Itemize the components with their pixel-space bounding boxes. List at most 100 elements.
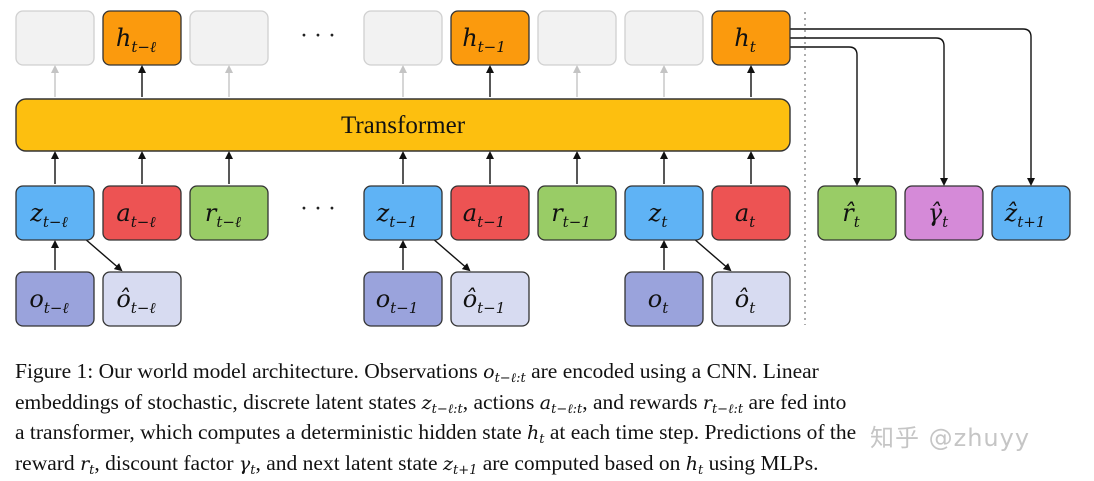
hidden-state-h-4-symbol: ht−1 [462, 24, 506, 56]
caption-text: are encoded using a CNN. Linear [525, 359, 819, 383]
reconstruction-1-box [102, 271, 182, 327]
arrow-decode-2 [692, 237, 732, 272]
input-reward-2-symbol: rt−ℓ [205, 199, 241, 231]
reconstruction-5-box [711, 271, 791, 327]
reconstruction-5-symbol: ôt [735, 285, 756, 317]
hidden-state-h-1: ht−ℓ [102, 10, 182, 66]
hidden-blank-0-box [15, 10, 95, 66]
input-latent-0: zt−ℓ [15, 185, 95, 241]
input-latent-6: zt [624, 185, 704, 241]
math-symbol: ht [685, 452, 704, 478]
transformer-label: Transformer [341, 112, 466, 139]
prediction-discount-1: γ̂t [904, 185, 984, 241]
caption-text: using MLPs. [703, 450, 819, 475]
input-latent-3: zt−1 [363, 185, 443, 241]
math-symbol: γt [238, 452, 256, 478]
input-reward-5: rt−1 [537, 185, 617, 241]
input-action-4-symbol: at−1 [463, 199, 505, 231]
input-action-1-symbol: at−ℓ [116, 199, 155, 231]
input-reward-5-box [537, 185, 617, 241]
input-latent-3-box [363, 185, 443, 241]
caption-text: embeddings of stochastic, discrete laten… [15, 389, 422, 414]
reconstruction-3-symbol: ôt−1 [463, 285, 506, 317]
ellipsis-1: · · · [301, 197, 336, 222]
input-action-1: at−ℓ [102, 185, 182, 241]
caption-text: , actions [462, 389, 540, 414]
prediction-reward-0-box [817, 185, 897, 241]
arrow-decode-0 [83, 237, 123, 272]
prediction-latent-2: ẑt+1 [991, 185, 1071, 241]
hidden-blank-3-box [363, 10, 443, 66]
observation-2-box [363, 271, 443, 327]
caption-text: reward [15, 450, 81, 475]
caption-text: , discount factor [94, 450, 239, 475]
math-symbol: rt [80, 452, 95, 478]
hidden-blank-0 [15, 10, 95, 66]
hidden-blank-5-box [537, 10, 617, 66]
hidden-blank-2-box [189, 10, 269, 66]
hidden-state-h-1-symbol: ht−ℓ [116, 24, 156, 56]
caption-line-1: Figure 1: Our world model architecture. … [15, 357, 1075, 388]
math-symbol: rt−ℓ:t [702, 391, 744, 417]
prediction-reward-0-symbol: r̂t [842, 199, 860, 231]
transformer-block: Transformer [15, 98, 791, 152]
reconstruction-3: ôt−1 [450, 271, 530, 327]
input-latent-3-symbol: zt−1 [376, 199, 418, 231]
observation-4: ot [624, 271, 704, 327]
prediction-latent-2-symbol: ẑt+1 [1004, 199, 1046, 231]
hidden-state-h-7-symbol: ht [734, 24, 756, 56]
caption-text: are computed based on [477, 450, 686, 475]
math-symbol: zt+1 [442, 452, 478, 478]
observation-0-box [15, 271, 95, 327]
caption-text: Figure 1: Our world model architecture. … [15, 359, 484, 383]
prediction-latent-2-box [991, 185, 1071, 241]
observation-2: ot−1 [363, 271, 443, 327]
transformer-box [15, 98, 791, 152]
hidden-blank-5 [537, 10, 617, 66]
reconstruction-5: ôt [711, 271, 791, 327]
input-latent-0-symbol: zt−ℓ [29, 199, 68, 231]
input-action-4-box [450, 185, 530, 241]
prediction-discount-1-symbol: γ̂t [928, 199, 949, 231]
caption-text: , and next latent state [255, 450, 443, 475]
hidden-state-h-7: ht [711, 10, 791, 66]
caption-text: are fed into [743, 389, 847, 414]
reconstruction-1: ôt−ℓ [102, 271, 182, 327]
input-action-7-box [711, 185, 791, 241]
prediction-discount-1-box [904, 185, 984, 241]
observation-4-box [624, 271, 704, 327]
input-action-1-box [102, 185, 182, 241]
input-reward-5-symbol: rt−1 [551, 199, 591, 231]
watermark: 知乎 @zhuyy [870, 424, 1031, 452]
input-action-7-symbol: at [735, 199, 756, 231]
arrow-h-to-prediction-1 [790, 37, 948, 186]
observation-0-symbol: ot−ℓ [29, 285, 68, 317]
math-symbol: zt−ℓ:t [421, 391, 463, 417]
input-reward-2: rt−ℓ [189, 185, 269, 241]
caption-text: at each time step. Predictions of the [544, 420, 857, 444]
input-latent-0-box [15, 185, 95, 241]
observation-0: ot−ℓ [15, 271, 95, 327]
hidden-state-h-1-box [102, 10, 182, 66]
math-symbol: at−ℓ:t [539, 391, 583, 417]
math-symbol: ot−ℓ:t [483, 361, 526, 386]
input-latent-6-symbol: zt [648, 199, 669, 231]
math-symbol: ht [527, 422, 545, 447]
prediction-reward-0: r̂t [817, 185, 897, 241]
caption-text: a transformer, which computes a determin… [15, 420, 527, 444]
ellipsis-0: · · · [301, 24, 336, 49]
figure-caption: Figure 1: Our world model architecture. … [15, 357, 1075, 479]
caption-line-2: embeddings of stochastic, discrete laten… [15, 388, 1075, 419]
arrow-decode-1 [431, 237, 471, 272]
hidden-state-h-4: ht−1 [450, 10, 530, 66]
hidden-blank-6-box [624, 10, 704, 66]
input-action-7: at [711, 185, 791, 241]
arrow-h-to-prediction-2 [790, 28, 1035, 186]
reconstruction-1-symbol: ôt−ℓ [116, 285, 155, 317]
input-action-4: at−1 [450, 185, 530, 241]
observation-2-symbol: ot−1 [376, 285, 419, 317]
edges-layer [51, 12, 1035, 325]
arrow-h-to-prediction-0 [790, 46, 861, 186]
